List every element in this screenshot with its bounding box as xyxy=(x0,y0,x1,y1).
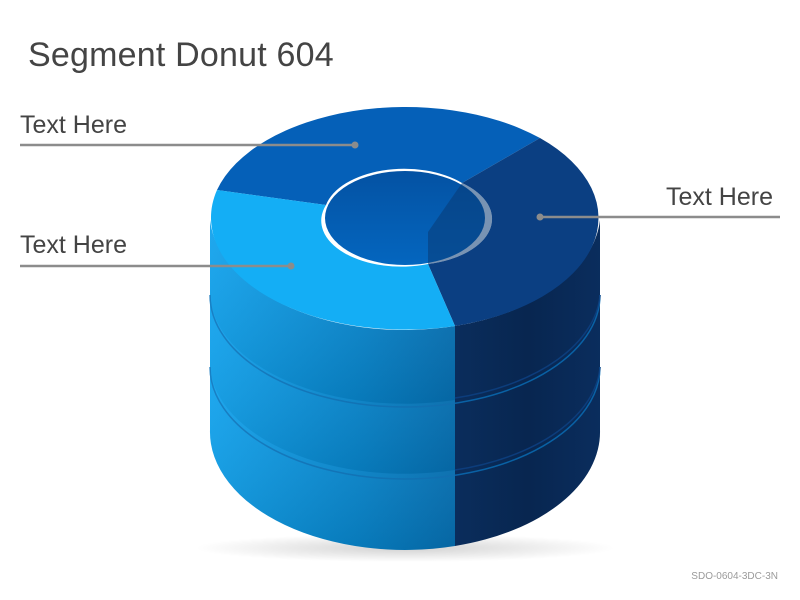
hole-inner-shade xyxy=(428,183,493,264)
top-segment-light-blue xyxy=(210,190,455,330)
leader-dot-middle-left xyxy=(287,262,295,270)
page-title: Segment Donut 604 xyxy=(28,36,334,74)
band-shade-middle xyxy=(210,295,455,474)
top-segment-dark-blue xyxy=(428,138,599,326)
footer-code: SDO-0604-3DC-3N xyxy=(691,571,778,582)
band-shade-top xyxy=(210,220,455,404)
label-top-left: Text Here xyxy=(20,111,127,139)
layer-divider-1-dark xyxy=(454,294,601,399)
label-middle-left: Text Here xyxy=(20,231,127,259)
leader-dot-right xyxy=(536,213,544,221)
layer-divider-2-dark xyxy=(454,366,601,471)
band-shade-bottom xyxy=(209,367,455,550)
leader-dot-top-left xyxy=(351,141,359,149)
side-segment-dark-blue xyxy=(455,220,601,546)
label-right: Text Here xyxy=(666,183,773,211)
top-segment-medium-blue xyxy=(217,107,540,205)
